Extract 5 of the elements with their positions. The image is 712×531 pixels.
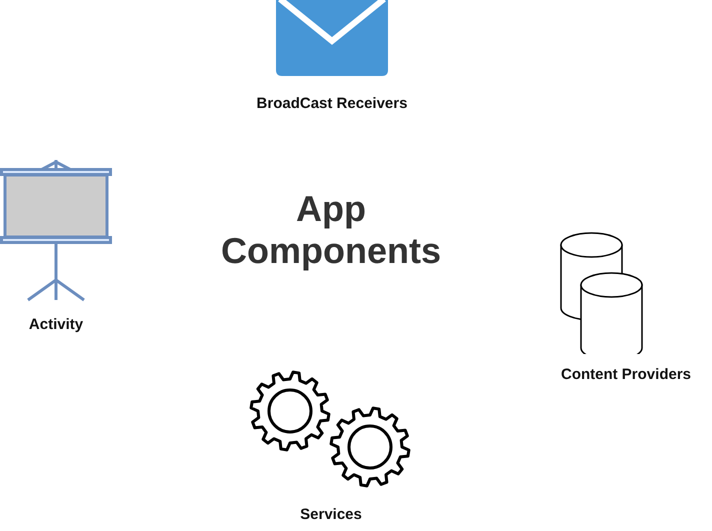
icon-caption: Services (300, 506, 362, 524)
diagram-title: App Components (221, 188, 441, 272)
icon-caption: Content Providers (560, 366, 692, 384)
icon-caption: BroadCast Receivers (256, 95, 408, 113)
icon-caption: Activity (28, 316, 84, 334)
